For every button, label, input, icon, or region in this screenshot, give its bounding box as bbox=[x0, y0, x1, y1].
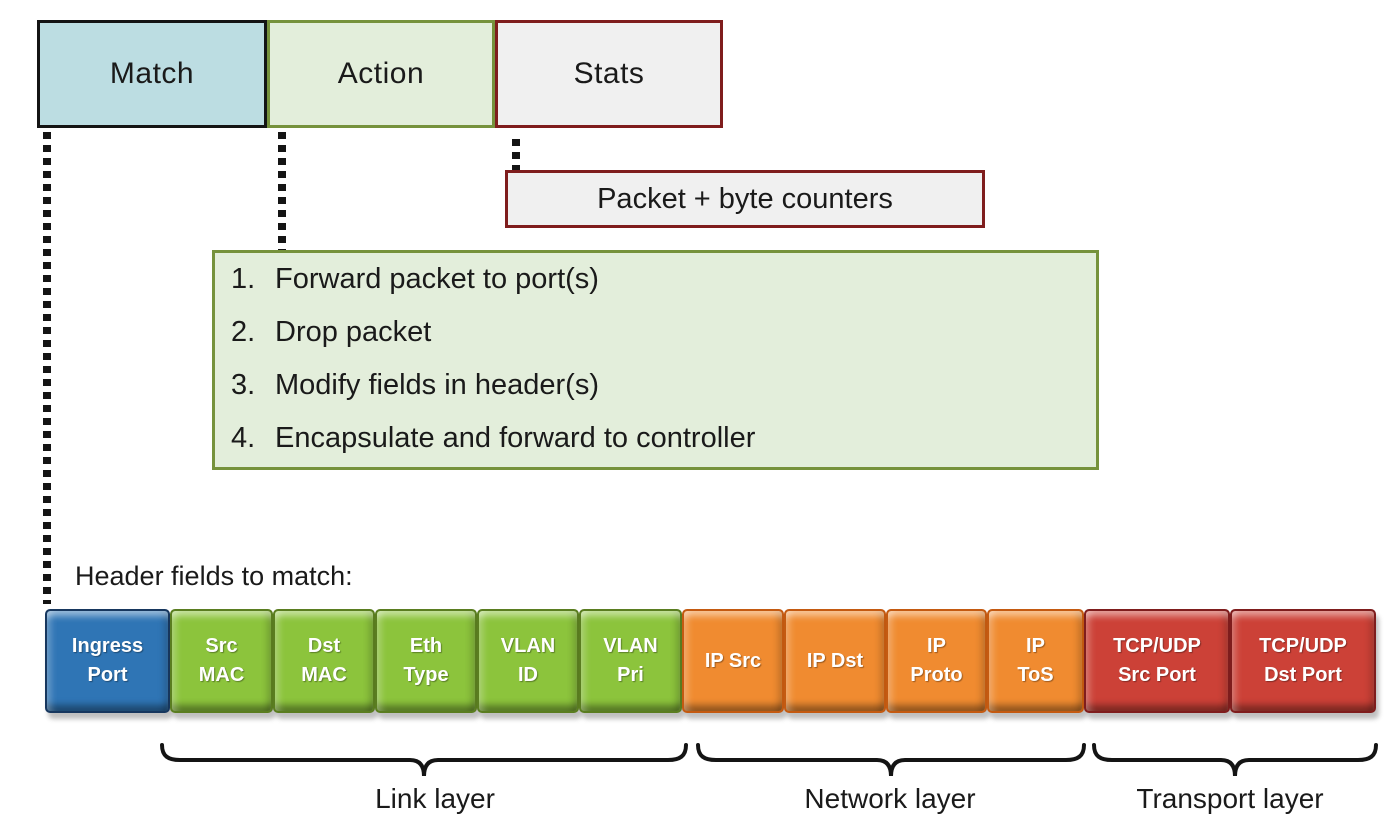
action-item-number: 2. bbox=[231, 316, 256, 348]
header-field-ip-dst: IP Dst bbox=[784, 609, 886, 713]
action-item-number: 4. bbox=[231, 422, 256, 454]
action-item: 2. Drop packet bbox=[231, 316, 1096, 369]
action-item-text: Drop packet bbox=[275, 316, 432, 348]
action-item-number: 1. bbox=[231, 263, 256, 295]
match-label: Match bbox=[109, 57, 195, 90]
header-field-label-line: TCP/UDP bbox=[1113, 635, 1201, 657]
header-field-ip-proto: IP Proto bbox=[886, 609, 987, 713]
header-field-label-line: MAC bbox=[198, 664, 245, 686]
header-field-vlan-id: VLAN ID bbox=[477, 609, 579, 713]
header-field-label-line: Pri bbox=[617, 664, 644, 686]
action-label: Action bbox=[337, 57, 425, 90]
action-item: 4. Encapsulate and forward to controller bbox=[231, 422, 1096, 475]
action-item-number: 3. bbox=[231, 369, 256, 401]
header-field-label-line: VLAN bbox=[603, 635, 658, 657]
actions-list-box: 1. Forward packet to port(s) 2. Drop packet… bbox=[212, 250, 1099, 470]
header-field-label-line: IP bbox=[1026, 635, 1045, 657]
stats-label: Stats bbox=[573, 57, 645, 90]
action-item: 1. Forward packet to port(s) bbox=[231, 263, 1096, 316]
packet-byte-counters-label: Packet + byte counters bbox=[597, 182, 893, 215]
header-field-label-line: ID bbox=[518, 664, 538, 686]
header-field-label-line: VLAN bbox=[500, 635, 556, 657]
match-connector-line bbox=[43, 132, 51, 604]
action-item-text: Forward packet to port(s) bbox=[275, 263, 599, 295]
packet-byte-counters-box: Packet + byte counters bbox=[505, 170, 985, 228]
action-item-text: Encapsulate and forward to controller bbox=[275, 422, 756, 454]
stats-connector-line bbox=[512, 139, 520, 170]
action-item-text: Modify fields in header(s) bbox=[275, 369, 599, 401]
transport-layer-brace-icon bbox=[1092, 743, 1378, 777]
header-field-label-line: IP Src bbox=[704, 649, 762, 672]
match-box: Match bbox=[37, 20, 267, 128]
link-layer-brace-icon bbox=[160, 743, 688, 777]
header-field-label-line: Dst Port bbox=[1264, 664, 1342, 686]
stats-box: Stats bbox=[495, 20, 723, 128]
header-field-vlan-pri: VLAN Pri bbox=[579, 609, 682, 713]
header-field-label-line: MAC bbox=[301, 664, 347, 686]
header-field-label-line: Port bbox=[87, 664, 128, 686]
header-field-label-line: Src Port bbox=[1118, 664, 1196, 686]
header-field-label-line: Dst bbox=[307, 635, 341, 657]
header-field-tcp-udp-dst-port: TCP/UDP Dst Port bbox=[1230, 609, 1376, 713]
header-field-tcp-udp-src-port: TCP/UDP Src Port bbox=[1084, 609, 1230, 713]
transport-layer-label: Transport layer bbox=[1136, 783, 1324, 814]
header-field-label-line: Eth bbox=[409, 635, 443, 657]
network-layer-label: Network layer bbox=[804, 783, 976, 814]
header-field-label-line: IP Dst bbox=[806, 649, 864, 672]
action-item: 3. Modify fields in header(s) bbox=[231, 369, 1096, 422]
header-fields-title: Header fields to match: bbox=[75, 561, 353, 591]
header-field-label-line: Src bbox=[205, 635, 238, 657]
action-box: Action bbox=[267, 20, 495, 128]
header-field-label-line: IP bbox=[927, 635, 946, 657]
header-field-label-line: Proto bbox=[910, 664, 963, 686]
header-field-label-line: Type bbox=[403, 664, 449, 686]
link-layer-label: Link layer bbox=[375, 783, 495, 814]
action-connector-line bbox=[278, 132, 286, 250]
header-field-ip-src: IP Src bbox=[682, 609, 784, 713]
network-layer-brace-icon bbox=[696, 743, 1086, 777]
header-field-label-line: TCP/UDP bbox=[1259, 635, 1347, 657]
header-field-label-line: Ingress bbox=[71, 635, 144, 657]
header-field-ip-tos: IP ToS bbox=[987, 609, 1084, 713]
header-field-label-line: ToS bbox=[1017, 664, 1054, 686]
